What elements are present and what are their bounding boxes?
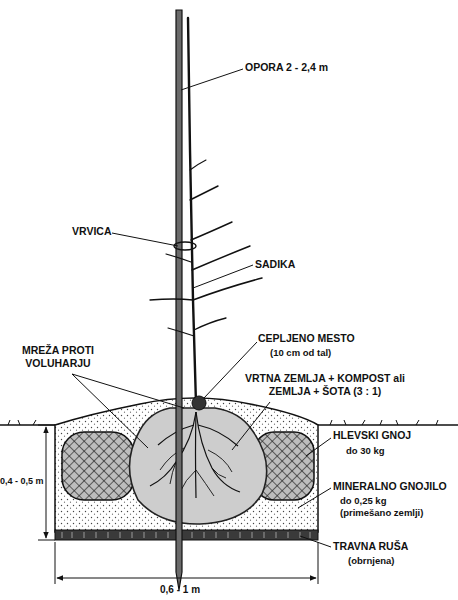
part-label: OPORA 2 - 2,4 m: [245, 61, 328, 74]
branch: [191, 222, 232, 240]
turf-layer: [55, 530, 318, 540]
branch: [193, 278, 262, 300]
extension-line: [38, 540, 55, 541]
note-label: do 30 kg: [346, 445, 385, 457]
root: [195, 412, 197, 498]
branch: [194, 318, 226, 330]
depth-dimension: [46, 427, 47, 538]
branch: [150, 299, 193, 300]
note-label: (10 cm od tal): [270, 347, 331, 359]
ground-line: [318, 424, 458, 426]
part-label: SADIKA: [255, 258, 295, 271]
branch: [190, 186, 218, 200]
planting-hole: [55, 398, 318, 532]
dimension-label: 0,4 - 0,5 m: [0, 476, 44, 487]
trunk: [188, 18, 196, 404]
leader-line: [193, 265, 253, 288]
note-label: do 0,25 kg (primešano zemlji): [340, 495, 436, 519]
part-label: CEPLJENO MESTO: [258, 332, 355, 345]
extension-line: [55, 542, 56, 584]
dimension-lines: [38, 425, 318, 584]
part-label: MREŽA PROTI VOLUHARJU: [10, 344, 106, 370]
root: [198, 425, 238, 446]
leader-line: [204, 342, 257, 398]
leader-line: [232, 402, 270, 450]
branch: [192, 246, 250, 270]
manure-left: [62, 432, 134, 500]
leader-line: [300, 536, 331, 547]
roots: [150, 412, 240, 498]
seedling: [150, 18, 262, 404]
part-label: VRTNA ZEMLJA + KOMPOST ali ZEMLJA + ŠOTA…: [244, 372, 406, 398]
leader-line: [306, 438, 331, 456]
root-fibers: [160, 448, 232, 496]
part-label: MINERALNO GNOJILO: [333, 480, 447, 493]
width-dimension: [57, 578, 316, 579]
root: [150, 412, 196, 486]
graft-union: [192, 396, 206, 410]
part-label: TRAVNA RUŠA: [333, 540, 408, 553]
support-stake: [176, 10, 182, 590]
part-label: HLEVSKI GNOJ: [333, 429, 411, 442]
dimension-label: 0,6 - 1 m: [160, 584, 200, 597]
leader-line: [72, 374, 148, 448]
part-label: VRVICA: [72, 225, 111, 238]
branch: [190, 160, 206, 170]
extension-line: [318, 542, 319, 584]
note-label: (obrnjena): [348, 555, 394, 567]
root-ball: [129, 408, 266, 524]
leader-lines: [72, 69, 331, 547]
turf-texture: [62, 532, 310, 538]
leader-line: [112, 233, 178, 246]
branch: [168, 328, 194, 336]
extension-line: [38, 425, 55, 426]
leader-line: [298, 488, 331, 508]
leader-line: [181, 69, 243, 90]
branch: [166, 254, 191, 262]
